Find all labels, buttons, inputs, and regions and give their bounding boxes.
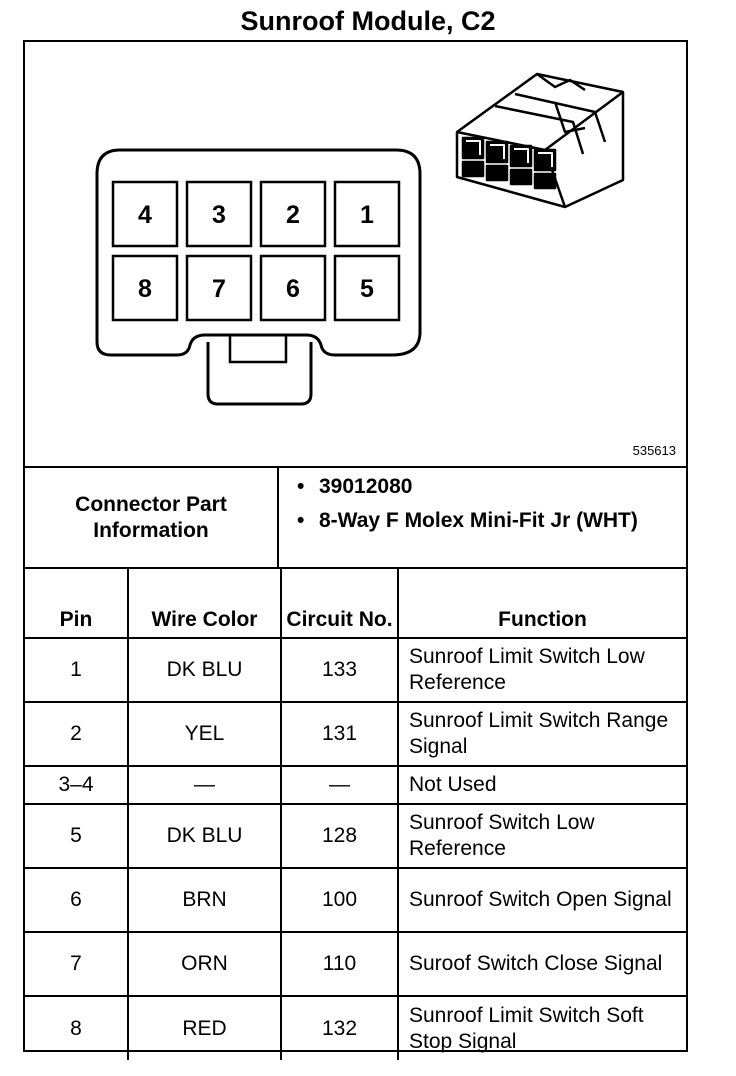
pin-number-label: 3 [212,201,226,229]
header-wire-color: Wire Color [127,567,282,639]
cell-pin: 1 [25,637,129,703]
pin-cavities: 4 3 2 1 8 7 6 5 [111,180,401,322]
connector-part-info: Connector Part Information 39012080 8-Wa… [25,466,686,567]
table-row: 5 DK BLU 128 Sunroof Switch Low Referenc… [25,803,686,869]
pin-number-label: 2 [286,201,300,229]
table-row: 3–4 — — Not Used [25,765,686,805]
connector-outline [95,148,422,357]
pin-number-label: 6 [286,275,300,303]
cell-circuit: 132 [280,995,399,1060]
cell-circuit: 128 [280,803,399,869]
cell-function: Sunroof Limit Switch Soft Stop Signal [397,995,686,1060]
connector-info-list: 39012080 8-Way F Molex Mini-Fit Jr (WHT) [279,468,686,567]
cell-circuit: 100 [280,867,399,933]
cell-pin: 3–4 [25,765,129,805]
locking-tab [206,342,313,406]
cell-pin: 7 [25,931,129,997]
cell-function: Sunroof Switch Open Signal [397,867,686,933]
pin-cavity-8 [111,254,179,322]
header-pin: Pin [25,567,129,639]
cell-wire: DK BLU [127,803,282,869]
cell-function: Not Used [397,765,686,805]
figure-id: 535613 [632,443,676,458]
locking-tab-inner [228,335,288,364]
connector-info-label: Connector Part Information [25,468,279,567]
cell-function: Sunroof Switch Low Reference [397,803,686,869]
cell-circuit: 133 [280,637,399,703]
pin-cavity-5 [333,254,401,322]
cell-pin: 5 [25,803,129,869]
table-row: 1 DK BLU 133 Sunroof Limit Switch Low Re… [25,637,686,703]
connector-figure: 4 3 2 1 8 7 6 5 [25,42,686,466]
cell-wire: — [127,765,282,805]
cell-wire: ORN [127,931,282,997]
cell-wire: BRN [127,867,282,933]
cell-function: Sunroof Limit Switch Range Signal [397,701,686,767]
table-row: 7 ORN 110 Suroof Switch Close Signal [25,931,686,997]
cell-wire: YEL [127,701,282,767]
pin-number-label: 4 [138,201,152,229]
part-number: 39012080 [297,474,686,500]
pin-number-label: 7 [212,275,226,303]
cell-function: Suroof Switch Close Signal [397,931,686,997]
pin-number-label: 5 [360,275,374,303]
table-row: 6 BRN 100 Sunroof Switch Open Signal [25,867,686,933]
header-circuit: Circuit No. [280,567,399,639]
cell-pin: 6 [25,867,129,933]
cell-circuit: 131 [280,701,399,767]
pin-cavity-6 [259,254,327,322]
cell-circuit: — [280,765,399,805]
cell-wire: RED [127,995,282,1060]
connector-3d-sketch-icon [455,72,625,209]
cell-pin: 8 [25,995,129,1060]
connector-face-diagram: 4 3 2 1 8 7 6 5 [95,72,625,406]
cell-pin: 2 [25,701,129,767]
table-row: 8 RED 132 Sunroof Limit Switch Soft Stop… [25,995,686,1060]
pin-number-label: 1 [360,201,374,229]
table-row: 2 YEL 131 Sunroof Limit Switch Range Sig… [25,701,686,767]
pin-cavity-4 [111,180,179,248]
pin-cavity-3 [185,180,253,248]
pin-number-label: 8 [138,275,152,303]
page-title: Sunroof Module, C2 [240,6,496,36]
pin-cavity-1 [333,180,401,248]
cell-function: Sunroof Limit Switch Low Reference [397,637,686,703]
header-function: Function [397,567,686,639]
connector-type: 8-Way F Molex Mini-Fit Jr (WHT) [297,508,686,534]
cell-wire: DK BLU [127,637,282,703]
cell-circuit: 110 [280,931,399,997]
pinout-table: Pin Wire Color Circuit No. Function 1 DK… [25,567,686,1060]
pin-cavity-2 [259,180,327,248]
table-header-row: Pin Wire Color Circuit No. Function [25,567,686,639]
pin-cavity-7 [185,254,253,322]
